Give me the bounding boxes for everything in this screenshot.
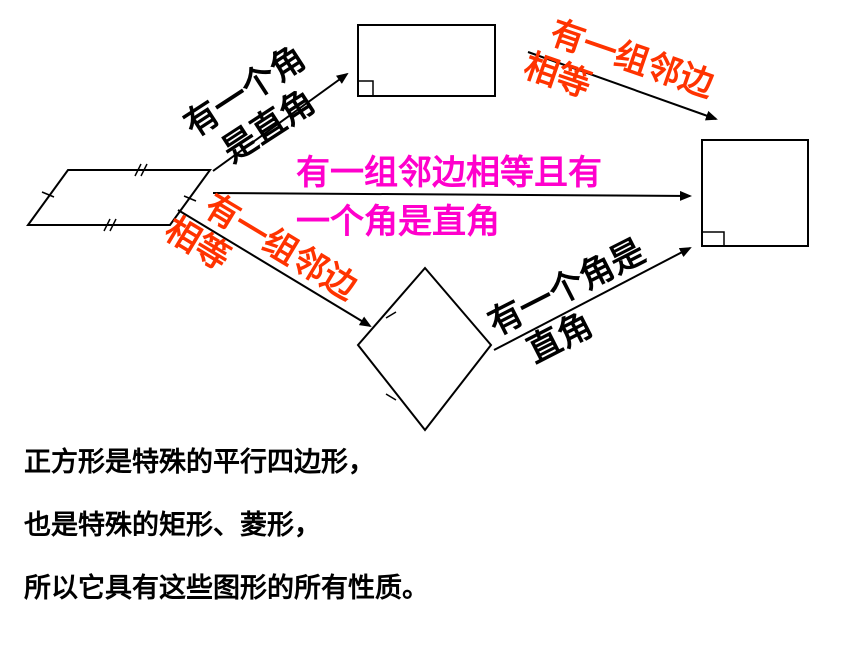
- square-shape: [701, 139, 809, 247]
- summary-line-2: 也是特殊的矩形、菱形，: [24, 510, 321, 541]
- summary-line-3: 所以它具有这些图形的所有性质。: [24, 573, 429, 604]
- label-to-square-line1: 有一组邻边相等且有: [296, 153, 602, 193]
- rhombus-shape: [356, 266, 493, 432]
- label-to-square-line2: 一个角是直角: [296, 202, 500, 242]
- arrow-to-square: [212, 190, 692, 201]
- parallelogram-shape: [26, 163, 212, 232]
- arrow-to-rectangle: [212, 72, 349, 172]
- label-rectangle-to-square: 有一组邻边 相等: [519, 13, 719, 106]
- label-to-square: 有一组邻边相等且有 一个角是直角: [296, 153, 602, 242]
- rectangle-shape: [357, 24, 496, 97]
- arrow-rectangle-to-square: [527, 51, 718, 121]
- arrow-rhombus-to-square: [493, 247, 692, 351]
- summary-line-1: 正方形是特殊的平行四边形，: [24, 447, 375, 478]
- arrow-to-rhombus: [177, 209, 372, 328]
